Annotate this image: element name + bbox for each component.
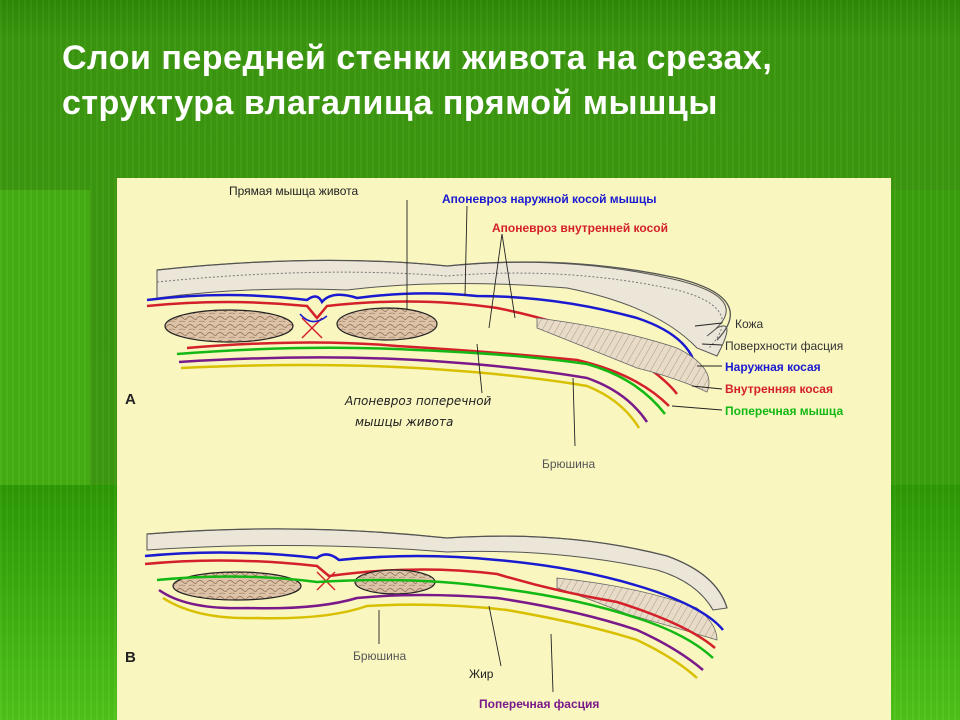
label-transverse-fascia: Поперечная фасция: [479, 697, 599, 711]
slide-title: Слои передней стенки живота на срезах, с…: [62, 39, 773, 122]
leader-lines-b: [378, 605, 554, 693]
transverse-muscle-line-a: [176, 346, 666, 415]
label-ext-oblique-aponeurosis: Апоневроз наружной косой мышцы: [442, 192, 657, 206]
label-transverse-aponeurosis-line1: Апоневроз поперечной: [344, 394, 492, 408]
label-rectus: Прямая мышца живота: [229, 184, 359, 198]
transverse-fascia-line-a: [178, 356, 649, 423]
anatomy-diagram: Прямая мышца живота Апоневроз наружной к…: [125, 184, 843, 711]
label-fat: Жир: [469, 667, 494, 681]
transverse-fascia-line-b: [158, 588, 704, 671]
diagram-panel: Прямая мышца живота Апоневроз наружной к…: [117, 178, 891, 720]
rectus-muscle-left-a: [164, 309, 294, 343]
label-superficial-fascia: Поверхности фасция: [725, 339, 843, 353]
external-oblique-aponeurosis-line-a: [146, 292, 699, 379]
external-oblique-line-b: [144, 551, 724, 631]
internal-oblique-line-b: [144, 559, 716, 649]
label-external-oblique: Наружная косая: [725, 360, 821, 374]
peritoneum-line-b: [162, 596, 698, 679]
rectus-muscle-left-b: [172, 571, 302, 601]
label-skin: Кожа: [735, 317, 764, 331]
figure-a-marker: А: [125, 391, 136, 408]
label-transverse-aponeurosis-line2: мышцы живота: [355, 415, 453, 429]
lateral-muscle-wedge-a: [536, 317, 710, 393]
label-int-oblique-aponeurosis: Апоневроз внутренней косой: [492, 221, 668, 235]
label-transverse-muscle: Поперечная мышца: [725, 404, 843, 418]
label-peritoneum-a: Брюшина: [542, 457, 596, 471]
figure-a: Прямая мышца живота Апоневроз наружной к…: [125, 184, 843, 471]
label-internal-oblique: Внутренняя косая: [725, 382, 833, 396]
figure-b: Брюшина Жир Поперечная фасция В: [125, 528, 728, 711]
leader-lines-a: [406, 200, 723, 447]
peritoneum-line-a: [180, 363, 641, 429]
label-peritoneum-b: Брюшина: [353, 649, 407, 663]
rectus-muscle-right-a: [336, 307, 438, 341]
figure-b-marker: В: [125, 649, 136, 666]
transverse-muscle-line-b: [156, 575, 714, 659]
